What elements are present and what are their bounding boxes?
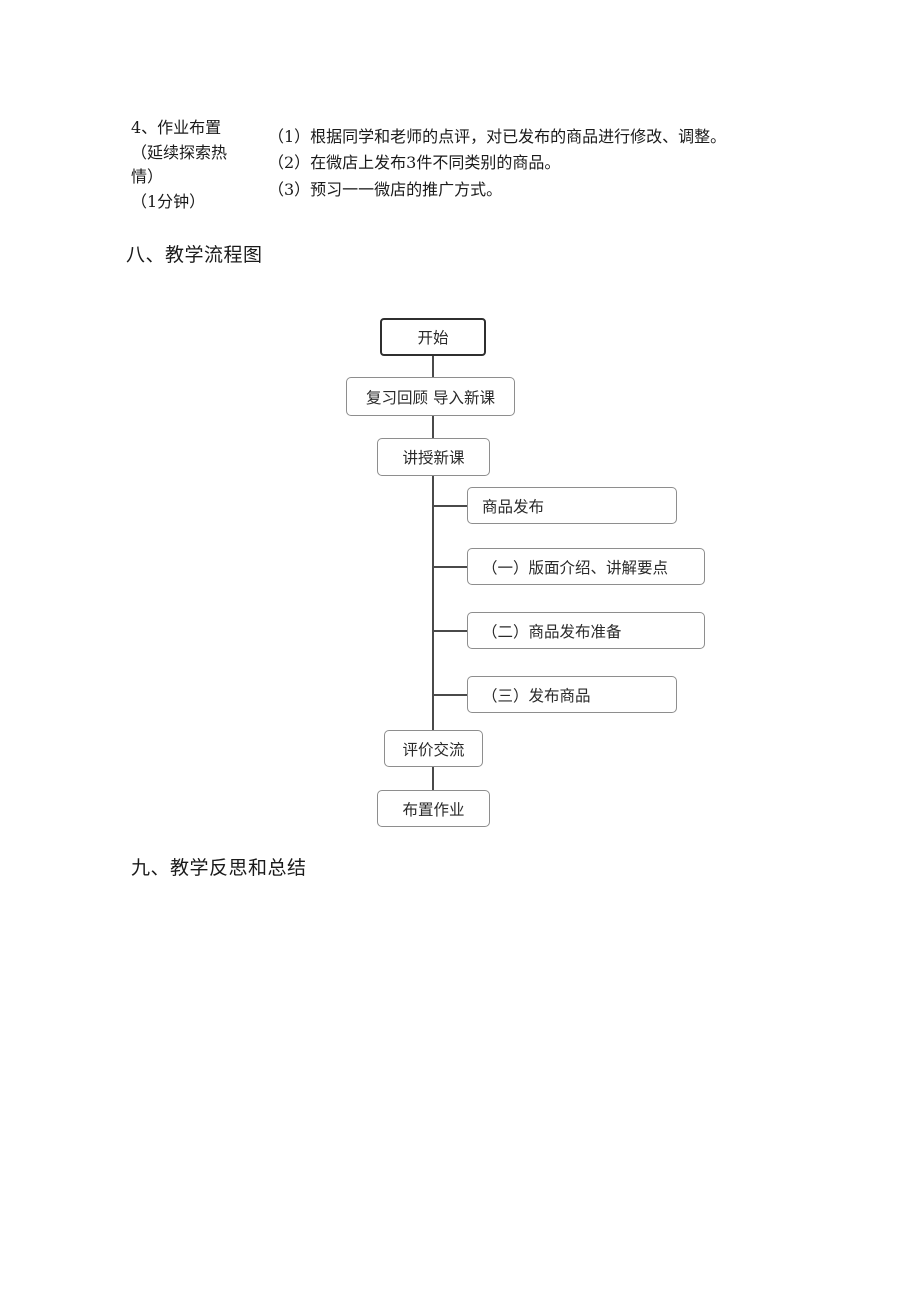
flow-node-sub1: （一）版面介绍、讲解要点 bbox=[467, 548, 705, 585]
homework-subtitle-line2: 情） bbox=[131, 167, 164, 186]
connector-start-review bbox=[432, 355, 434, 377]
flow-node-evaluate: 评价交流 bbox=[384, 730, 483, 767]
flow-node-publish: 商品发布 bbox=[467, 487, 677, 524]
connector-main-trunk bbox=[432, 476, 434, 730]
connector-review-teach bbox=[432, 415, 434, 438]
flow-node-teach: 讲授新课 bbox=[377, 438, 490, 476]
homework-item-2: （2）在微店上发布3件不同类别的商品。 bbox=[268, 153, 561, 172]
section-9-heading: 九、教学反思和总结 bbox=[131, 857, 307, 879]
branch-sub3 bbox=[432, 694, 468, 696]
branch-sub1 bbox=[432, 566, 468, 568]
flow-node-sub2: （二）商品发布准备 bbox=[467, 612, 705, 649]
homework-duration: （1分钟） bbox=[131, 192, 206, 211]
section-8-heading: 八、教学流程图 bbox=[126, 244, 263, 266]
branch-publish bbox=[432, 505, 468, 507]
flow-node-sub3: （三）发布商品 bbox=[467, 676, 677, 713]
branch-sub2 bbox=[432, 630, 468, 632]
connector-evaluate-assign bbox=[432, 767, 434, 790]
homework-subtitle-line1: （延续探索热 bbox=[131, 143, 228, 162]
flow-node-review: 复习回顾 导入新课 bbox=[346, 377, 515, 416]
homework-item-3: （3）预习一一微店的推广方式。 bbox=[268, 180, 503, 199]
homework-title: 4、作业布置 bbox=[131, 118, 222, 137]
flow-node-start: 开始 bbox=[380, 318, 486, 356]
homework-item-1: （1）根据同学和老师的点评，对已发布的商品进行修改、调整。 bbox=[268, 127, 727, 146]
flow-node-assign: 布置作业 bbox=[377, 790, 490, 827]
